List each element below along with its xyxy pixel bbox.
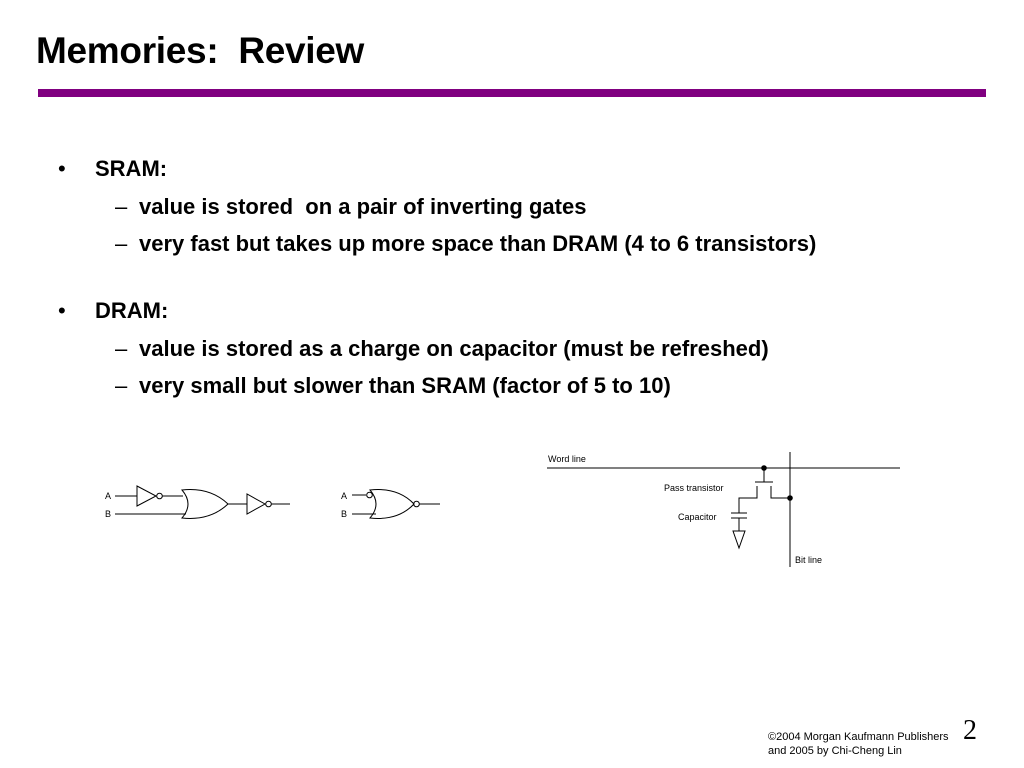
word-line-label: Word line <box>548 454 586 464</box>
dram-cell-diagram <box>547 452 900 567</box>
bullet-marker: • <box>58 298 66 323</box>
gate2-input-a-label: A <box>341 491 347 501</box>
copyright-symbol: © <box>768 731 777 743</box>
sub-bullet-text: value is stored as a charge on capacitor… <box>139 336 769 361</box>
or-gate <box>369 489 415 519</box>
bit-line-junction-dot <box>787 495 793 501</box>
inversion-bubble <box>156 492 163 500</box>
title-underline-rule <box>38 89 986 97</box>
or-gate <box>181 489 229 519</box>
sub-bullet-marker: – <box>115 231 128 256</box>
pass-transistor-label: Pass transistor <box>664 483 724 493</box>
inversion-bubble <box>265 500 272 508</box>
gate1-input-a-label: A <box>105 491 111 501</box>
gate2-input-b-label: B <box>341 509 347 519</box>
sub-bullet-marker: – <box>115 373 128 398</box>
sub-bullet-text: very small but slower than SRAM (factor … <box>139 373 671 398</box>
sub-bullet-marker: – <box>115 194 128 219</box>
slide-title: Memories: Review <box>36 30 365 71</box>
bullet-marker: • <box>58 156 66 181</box>
inverter-triangle-a <box>136 485 158 507</box>
sram-gate-diagram-right <box>352 489 440 519</box>
inversion-bubble <box>366 491 373 499</box>
word-line-junction-dot <box>761 465 767 471</box>
bullet-label: DRAM: <box>95 298 169 323</box>
transistor-source <box>738 486 758 513</box>
gate1-input-b-label: B <box>105 509 111 519</box>
capacitor-label: Capacitor <box>678 512 717 522</box>
footer-line-1: 2004 Morgan Kaufmann Publishers <box>776 731 949 743</box>
copyright-footer: ©2004 Morgan Kaufmann Publishers and 200… <box>768 730 949 758</box>
footer-line-2: and 2005 by Chi-Cheng Lin <box>768 745 902 757</box>
sub-bullet-text: value is stored on a pair of inverting g… <box>139 194 587 219</box>
ground-symbol <box>732 530 746 550</box>
inverter-triangle-out <box>246 493 267 515</box>
page-number: 2 <box>963 715 977 746</box>
sram-gate-diagram-left <box>115 485 290 519</box>
bit-line-label: Bit line <box>795 555 822 565</box>
bullet-label: SRAM: <box>95 156 168 181</box>
sub-bullet-marker: – <box>115 336 128 361</box>
transistor-drain <box>770 486 790 499</box>
sub-bullet-text: very fast but takes up more space than D… <box>139 231 817 256</box>
